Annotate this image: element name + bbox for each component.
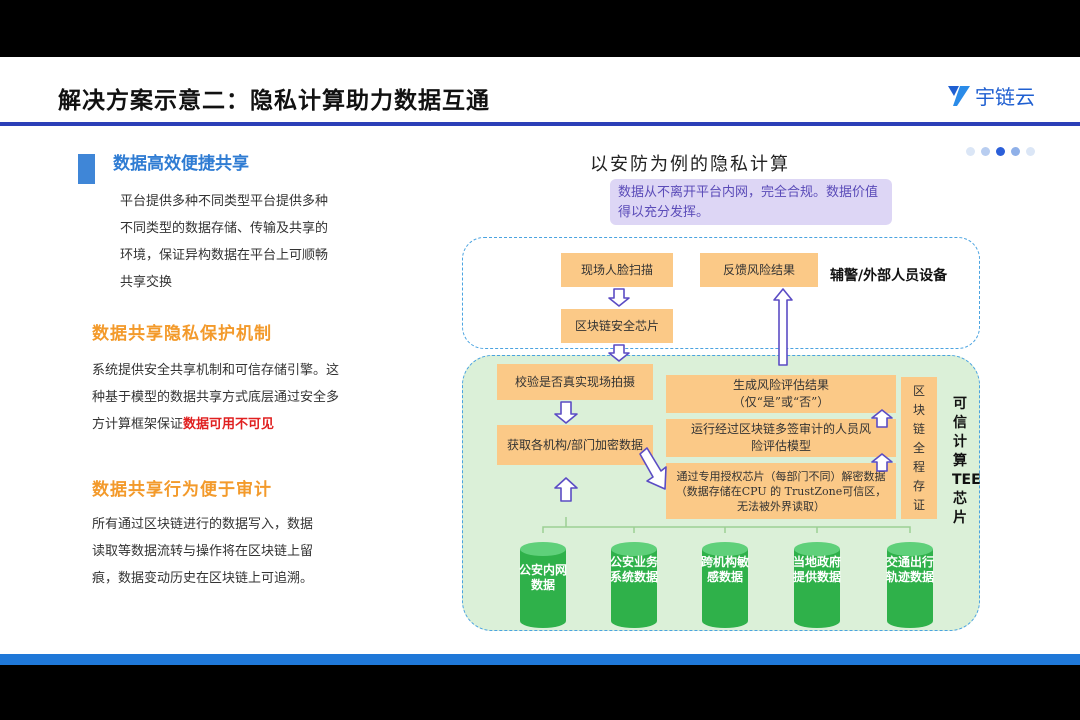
blockchain-evidence-text: 区块链全程存证 [912,383,925,512]
generate-result-box: 生成风险评估结果（仅“是”或“否”） [666,375,896,413]
fetch-data-box: 获取各机构/部门加密数据 [497,425,653,465]
section2-line: 系统提供安全共享机制和可信存储引擎。这 [92,363,340,378]
footer-bar [0,654,1080,665]
data-source-label: 跨机构敏感数据 [701,555,750,584]
section-accent-bar [78,154,95,184]
section3-body: 所有通过区块链进行的数据写入，数据 读取等数据流转与操作将在区块链上留 痕，数据… [92,511,313,592]
section2-line: 方计算框架保证数据可用不可见 [92,411,339,438]
slide: 解决方案示意二：隐私计算助力数据互通 宇链云 数据高效便捷共享 平台提供多种不同… [0,57,1080,665]
highlight-text: 数据可用不可见 [183,417,275,432]
blockchain-evidence-box: 区块链全程存证 [901,377,937,519]
section2-heading: 数据共享隐私保护机制 [92,324,272,344]
brand-logo-text: 宇链云 [975,84,1035,109]
arrow-down-icon [608,288,630,307]
face-scan-box: 现场人脸扫描 [561,253,673,287]
arrow-up-icon [773,288,793,366]
data-source-cylinder: 公安内网数据 [519,541,567,629]
external-zone-label: 辅警/外部人员设备 [830,268,948,284]
diagram-arrows [542,288,911,533]
brand-logo: 宇链云 [946,79,1035,111]
section2-body: 系统提供安全共享机制和可信存储引擎。这 种基于模型的数据共享方式底层通过安全多 … [92,357,339,438]
slide-pager [966,147,1035,156]
pager-dot[interactable] [1011,147,1020,156]
section2-line: 种基于模型的数据共享方式底层通过安全多 [92,390,340,405]
database-icon [520,542,566,628]
arrow-down-icon [608,344,630,362]
brand-logo-icon [948,86,970,106]
diagram-title: 以安防为例的隐私计算 [590,154,790,175]
section1-line: 不同类型的数据存储、传输及共享的 [120,221,329,236]
data-source-cylinder: 当地政府提供数据 [793,541,841,629]
data-source-label: 交通出行轨迹数据 [886,555,935,584]
data-source-cylinder: 公安业务系统数据 [610,541,658,629]
arrow-down-icon [554,401,578,424]
arrow-diagonal-icon [639,447,667,490]
database-icon [702,542,748,628]
run-model-box: 运行经过区块链多签审计的人员风险评估模型 [666,419,896,457]
data-source-cylinder: 交通出行轨迹数据 [886,541,934,629]
section3-heading: 数据共享行为便于审计 [92,480,272,500]
section1-line: 环境，保证异构数据在平台上可顺畅 [120,248,329,263]
section3-line: 痕，数据变动历史在区块链上可追溯。 [92,571,314,586]
data-source-cylinder: 跨机构敏感数据 [701,541,749,629]
external-device-zone [462,237,980,349]
title-rule [0,122,1080,126]
decrypt-box: 通过专用授权芯片（每部门不同）解密数据（数据存储在CPU 的 TrustZone… [666,463,896,519]
arrow-up-icon [871,409,893,428]
verify-box: 校验是否真实现场拍摄 [497,364,653,400]
arrow-up-icon [871,453,893,472]
database-icon [794,542,840,628]
blockchain-chip-box: 区块链安全芯片 [561,309,673,343]
data-source-label: 公安业务系统数据 [610,555,659,584]
data-source-label: 当地政府提供数据 [793,555,842,584]
arrow-up-icon [554,477,578,502]
section3-line: 所有通过区块链进行的数据写入，数据 [92,517,314,532]
pager-dot[interactable] [981,147,990,156]
pager-dot-active[interactable] [996,147,1005,156]
feedback-box: 反馈风险结果 [700,253,818,287]
section1-line: 平台提供多种不同类型平台提供多种 [120,194,329,209]
database-icon [611,542,657,628]
pager-dot[interactable] [966,147,975,156]
compliance-callout: 数据从不离开平台内网，完全合规。数据价值得以充分发挥。 [610,179,892,225]
section1-line: 共享交换 [120,275,173,290]
source-bracket [542,517,911,533]
database-icon [887,542,933,628]
pager-dot[interactable] [1026,147,1035,156]
section1-heading: 数据高效便捷共享 [113,154,249,174]
section1-body: 平台提供多种不同类型平台提供多种 不同类型的数据存储、传输及共享的 环境，保证异… [120,188,328,296]
section3-line: 读取等数据流转与操作将在区块链上留 [92,544,314,559]
data-source-label: 公安内网数据 [519,563,568,592]
page-title: 解决方案示意二：隐私计算助力数据互通 [58,88,490,114]
section2-line-prefix: 方计算框架保证 [92,417,184,432]
